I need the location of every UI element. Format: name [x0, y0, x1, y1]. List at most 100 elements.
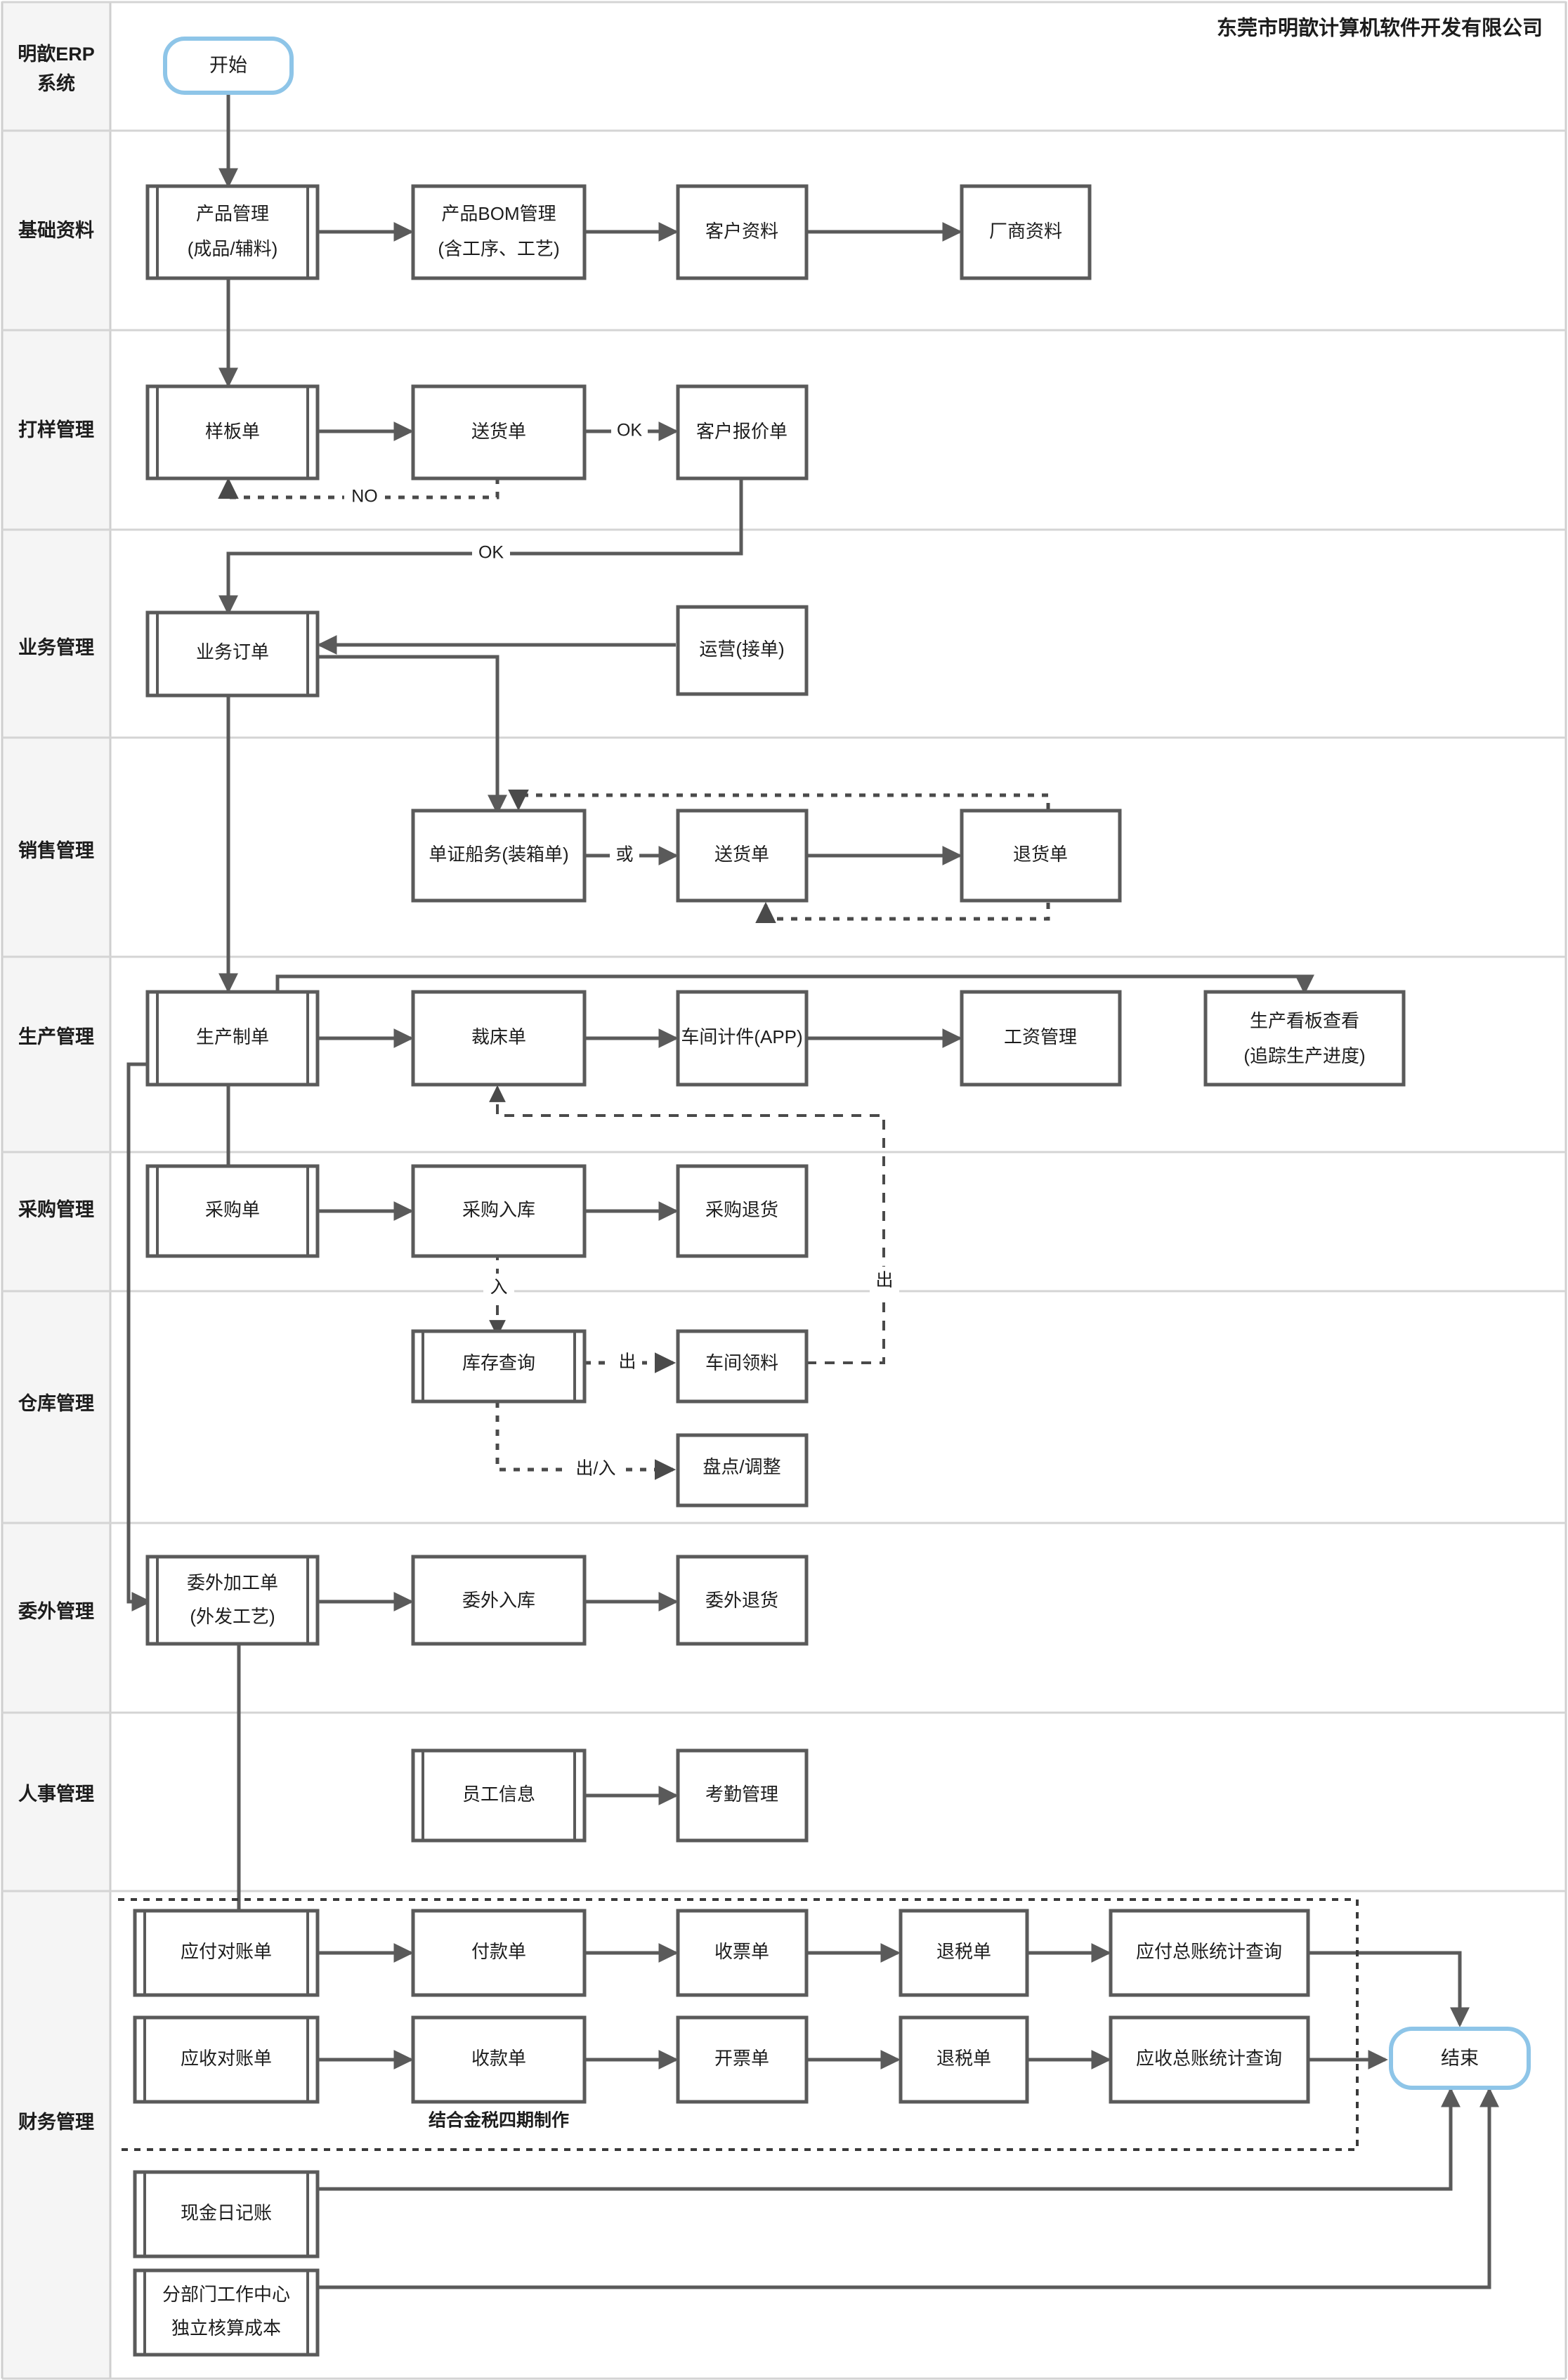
node-workshop-piece[interactable]: 车间计件(APP)	[676, 990, 809, 1087]
node-purchase-order[interactable]: 采购单	[145, 1164, 320, 1258]
lane-label-basic: 基础资料	[18, 220, 94, 241]
node-bom-line1: 产品BOM管理	[441, 203, 556, 224]
node-workshop-pick[interactable]: 车间领料	[676, 1329, 809, 1404]
node-delivery-note-sampling[interactable]: 送货单	[411, 384, 587, 480]
node-bom-line2: (含工序、工艺)	[438, 238, 559, 259]
node-outsource-return-label: 委外退货	[705, 1590, 778, 1611]
node-end[interactable]: 结束	[1389, 2027, 1531, 2090]
lane-label-sales: 销售管理	[18, 839, 94, 861]
node-customer-data-label: 客户资料	[705, 221, 778, 242]
edge-label-stock-out-adjust: 出/入	[576, 1459, 616, 1479]
node-start[interactable]: 开始	[163, 37, 294, 95]
edge-pick-out-to-cutting	[489, 1085, 885, 1364]
edge-no-feedback	[218, 477, 499, 499]
node-end-label: 结束	[1441, 2048, 1479, 2069]
node-customer-data[interactable]: 客户资料	[676, 184, 809, 280]
node-outsource-in-label: 委外入库	[462, 1590, 535, 1611]
node-tax-refund-ap[interactable]: 退税单	[899, 1909, 1029, 1997]
node-production-kanban[interactable]: 生产看板查看 (追踪生产进度)	[1203, 990, 1406, 1087]
node-product-mgmt-line1: 产品管理	[196, 203, 269, 224]
lane-label-outsource: 委外管理	[18, 1601, 94, 1622]
lane-label-system-line1: 明歆ERP	[18, 43, 95, 65]
edge-label-sample-no: NO	[351, 487, 378, 506]
node-stock-query[interactable]: 库存查询	[411, 1329, 587, 1404]
node-ar-ledger-query-label: 应收总账统计查询	[1136, 2048, 1282, 2069]
node-receipt-note-label: 收票单	[714, 1941, 769, 1962]
edge-labels: OK NO OK 或 入 出 出/入 出 结合金税四期制作	[344, 418, 899, 2131]
lane-label-production: 生产管理	[18, 1026, 94, 1047]
node-product-mgmt-line2: (成品/辅料)	[188, 238, 278, 259]
node-attendance-mgmt[interactable]: 考勤管理	[676, 1748, 809, 1843]
edge-label-prod-out: 出	[875, 1271, 893, 1290]
node-collection-note[interactable]: 收款单	[411, 2015, 587, 2104]
node-salary-mgmt-label: 工资管理	[1004, 1026, 1077, 1047]
node-purchase-in-label: 采购入库	[462, 1199, 535, 1220]
node-production-order[interactable]: 生产制单	[145, 990, 320, 1087]
nodes: 开始 产品管理 (成品/辅料) 产品BOM管理 (含工序、工艺) 客户资料 厂商…	[133, 37, 1531, 2357]
node-stocktake-adjust[interactable]: 盘点/调整	[676, 1433, 809, 1508]
node-outsource-line2: (外发工艺)	[190, 1606, 275, 1627]
node-ap-ledger-query-label: 应付总账统计查询	[1136, 1941, 1282, 1962]
node-customer-quote[interactable]: 客户报价单	[676, 384, 809, 480]
node-operation-intake-label: 运营(接单)	[699, 639, 784, 660]
node-ap-statement[interactable]: 应付对账单	[133, 1909, 320, 1997]
node-payment-note[interactable]: 付款单	[411, 1909, 587, 1997]
node-salary-mgmt[interactable]: 工资管理	[960, 990, 1122, 1087]
node-kanban-line1: 生产看板查看	[1250, 1010, 1359, 1031]
node-ap-statement-label: 应付对账单	[181, 1941, 272, 1962]
node-cash-journal[interactable]: 现金日记账	[133, 2170, 320, 2258]
node-workshop-piece-label: 车间计件(APP)	[681, 1026, 802, 1047]
edge-return-loop-top	[508, 789, 1050, 811]
node-outsource-line1: 委外加工单	[187, 1572, 278, 1593]
node-workshop-pick-label: 车间领料	[705, 1352, 778, 1373]
node-receipt-note[interactable]: 收票单	[676, 1909, 809, 1997]
node-tax-refund-ap-label: 退税单	[936, 1941, 991, 1962]
node-purchase-return-label: 采购退货	[705, 1199, 778, 1220]
node-ar-statement-label: 应收对账单	[181, 2048, 272, 2069]
edge-label-quote-ok: OK	[478, 543, 504, 563]
node-invoice-note[interactable]: 开票单	[676, 2015, 809, 2104]
edge-business-to-shipping	[318, 655, 507, 815]
node-return-note[interactable]: 退货单	[960, 809, 1122, 903]
lane-label-sampling: 打样管理	[18, 419, 94, 440]
edge-return-loop-bottom	[755, 901, 1050, 924]
node-product-mgmt[interactable]: 产品管理 (成品/辅料)	[145, 184, 320, 280]
node-business-order[interactable]: 业务订单	[145, 610, 320, 698]
node-tax-refund-ar[interactable]: 退税单	[899, 2015, 1029, 2104]
edge-label-sample-ok: OK	[617, 421, 642, 440]
node-purchase-in[interactable]: 采购入库	[411, 1164, 587, 1258]
lane-label-warehouse: 仓库管理	[18, 1393, 94, 1414]
node-operation-intake[interactable]: 运营(接单)	[676, 605, 809, 696]
node-ap-ledger-query[interactable]: 应付总账统计查询	[1109, 1909, 1310, 1997]
lane-label-finance: 财务管理	[18, 2112, 94, 2133]
node-outsource-return[interactable]: 委外退货	[676, 1555, 809, 1646]
node-vendor-data[interactable]: 厂商资料	[960, 184, 1092, 280]
node-employee-info[interactable]: 员工信息	[411, 1748, 587, 1843]
node-return-note-label: 退货单	[1013, 844, 1068, 865]
edge-dept-to-end	[318, 2087, 1499, 2289]
node-cutting-order[interactable]: 裁床单	[411, 990, 587, 1087]
node-employee-info-label: 员工信息	[462, 1784, 535, 1805]
node-ar-statement[interactable]: 应收对账单	[133, 2015, 320, 2104]
node-ar-ledger-query[interactable]: 应收总账统计查询	[1109, 2015, 1310, 2104]
node-sample-order[interactable]: 样板单	[145, 384, 320, 480]
node-dept-work-center[interactable]: 分部门工作中心 独立核算成本	[133, 2268, 320, 2357]
node-start-label: 开始	[209, 55, 247, 76]
node-bom-mgmt[interactable]: 产品BOM管理 (含工序、工艺)	[411, 184, 587, 280]
node-business-order-label: 业务订单	[196, 641, 269, 662]
connectors	[118, 93, 1499, 2289]
node-delivery-note-s-label: 送货单	[471, 421, 526, 442]
node-sample-order-label: 样板单	[205, 421, 260, 442]
node-outsource-order[interactable]: 委外加工单 (外发工艺)	[145, 1555, 320, 1646]
lane-label-purchase: 采购管理	[18, 1199, 94, 1220]
node-outsource-in[interactable]: 委外入库	[411, 1555, 587, 1646]
node-shipping-doc[interactable]: 单证船务(装箱单)	[411, 809, 587, 903]
node-purchase-return[interactable]: 采购退货	[676, 1164, 809, 1258]
node-delivery-note-x-label: 送货单	[714, 844, 769, 865]
lane-label-hr: 人事管理	[18, 1784, 94, 1805]
annotation-golden-tax: 结合金税四期制作	[429, 2110, 569, 2131]
node-delivery-note-sales[interactable]: 送货单	[676, 809, 809, 903]
